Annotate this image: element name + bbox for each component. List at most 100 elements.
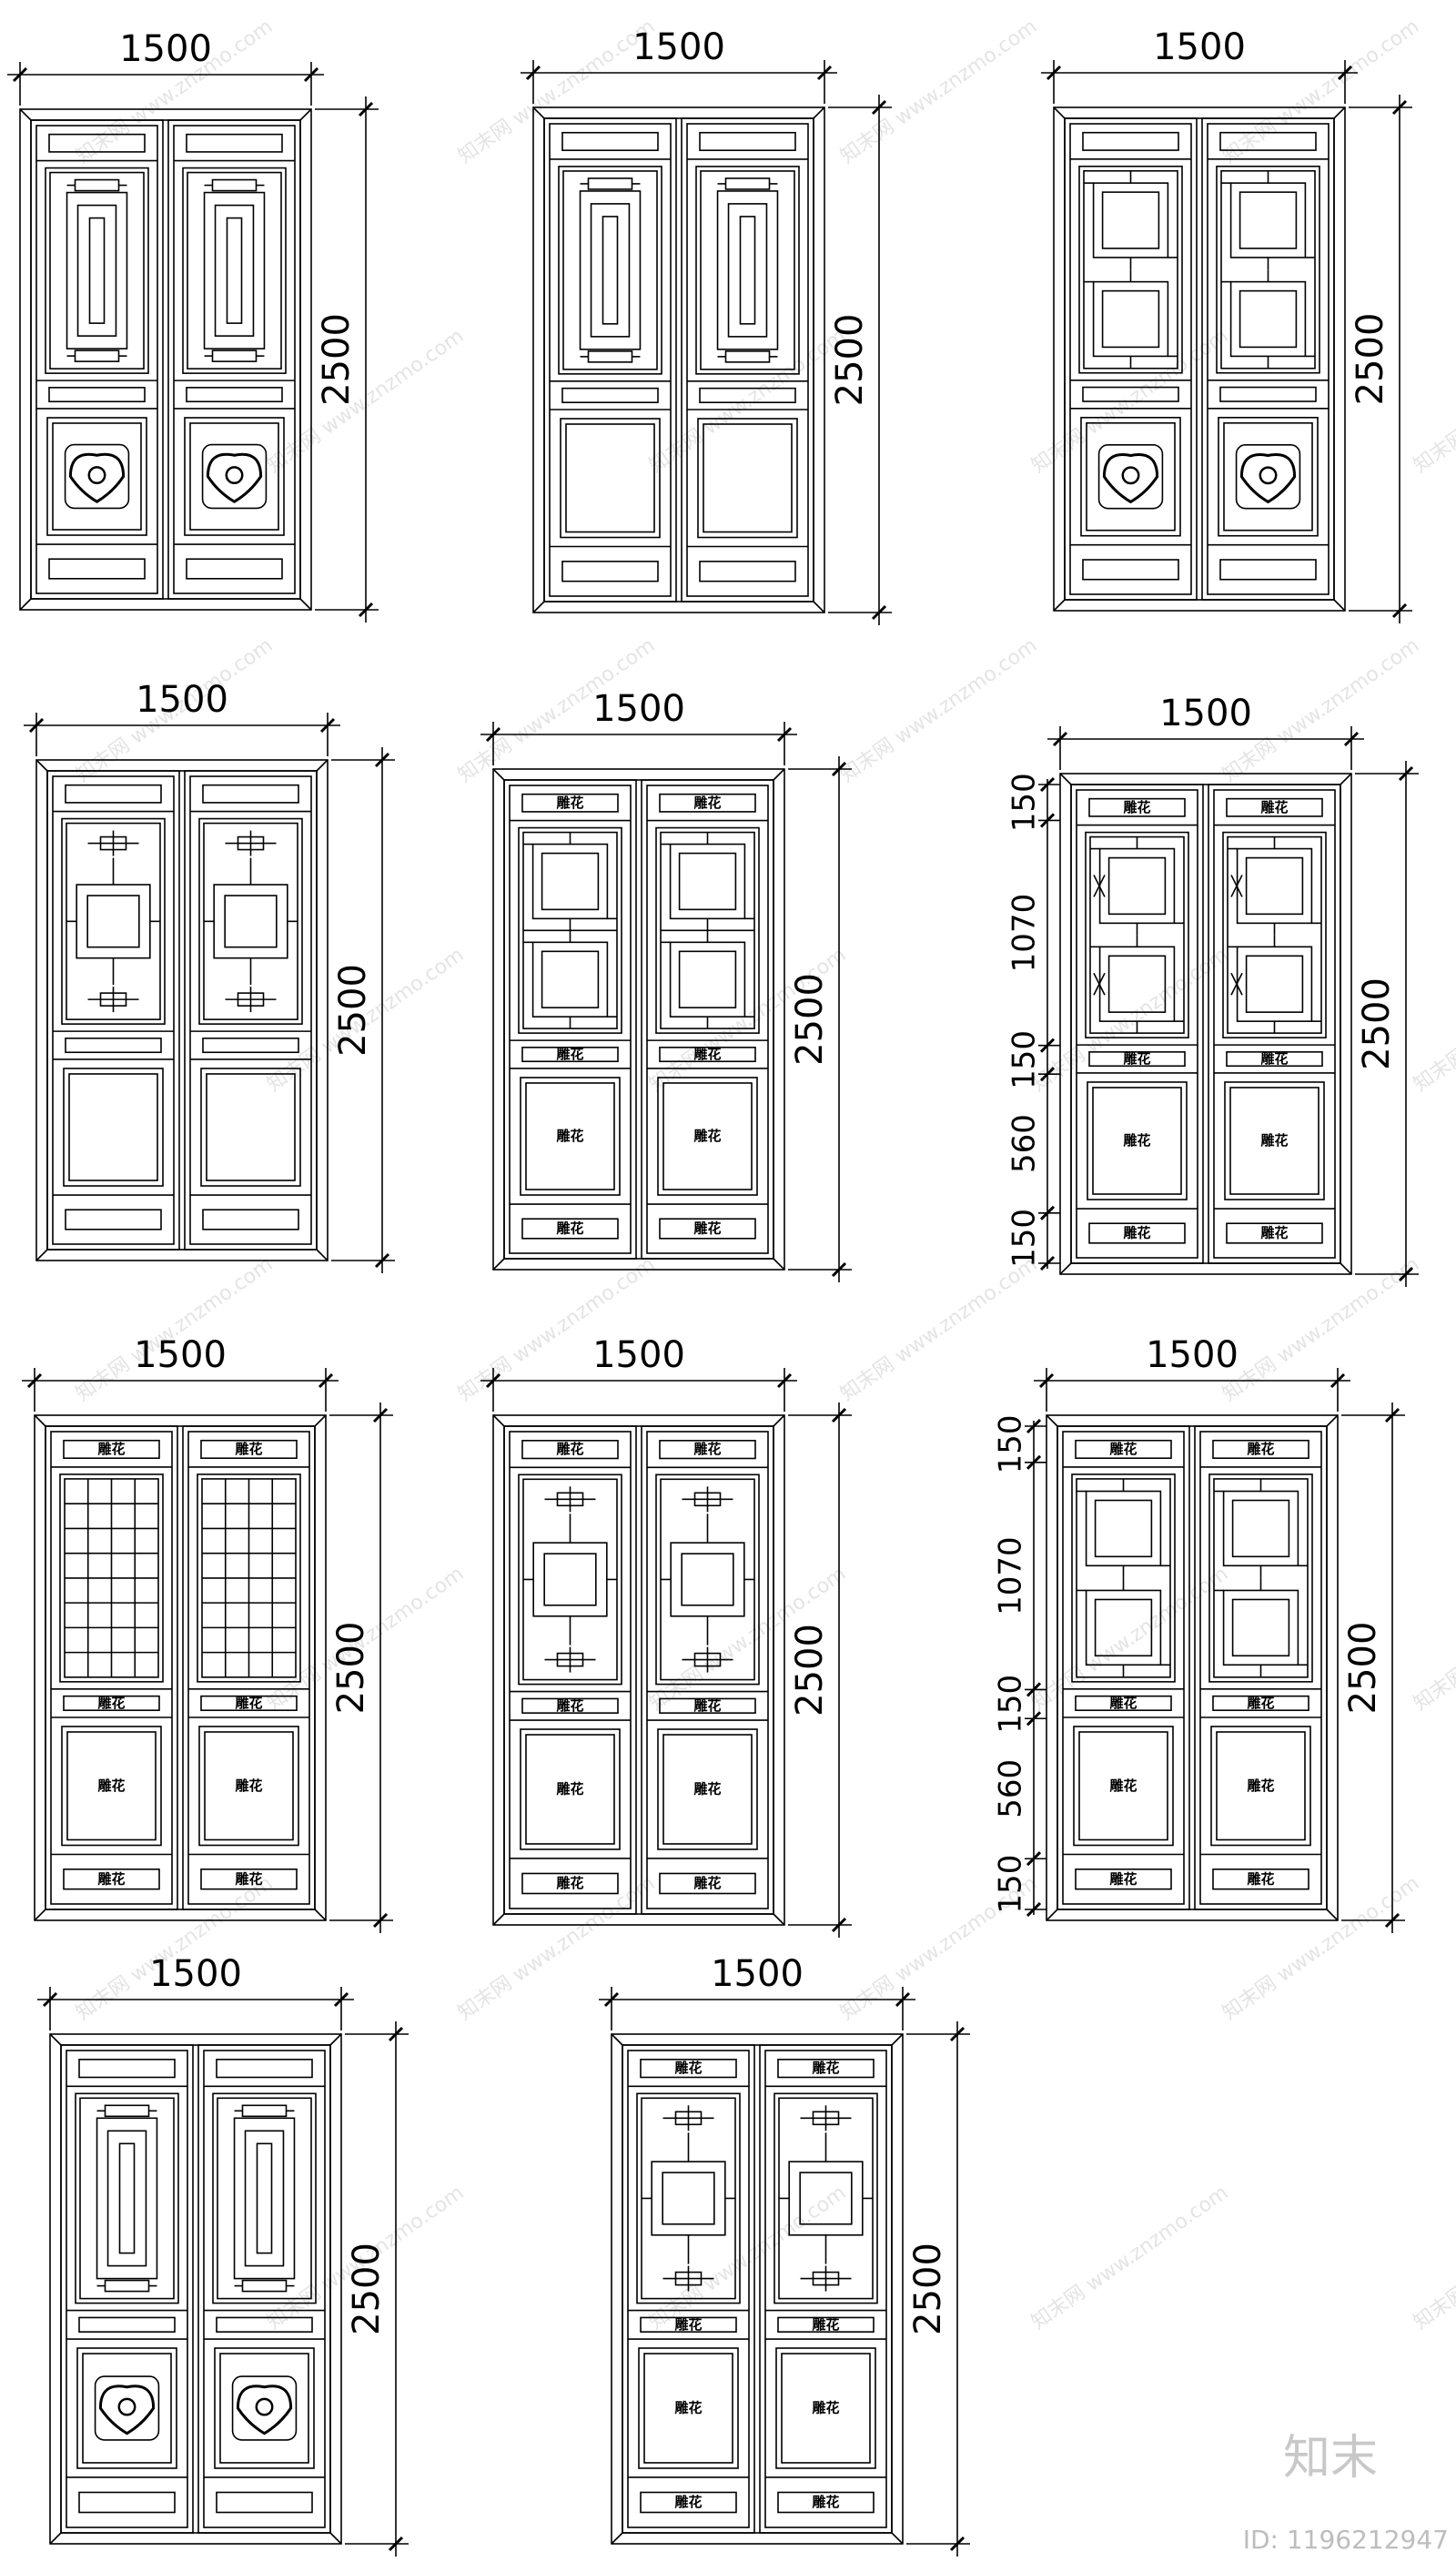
bottom-panel <box>1223 421 1313 532</box>
door-frame <box>19 598 32 611</box>
lattice-bar <box>543 1553 597 1606</box>
lattice-frame <box>1222 831 1327 1038</box>
watermark-text: 知末网 www.znzmo.com <box>1410 325 1456 478</box>
bottom-panel <box>61 1726 162 1847</box>
door-leaf <box>759 2044 893 2534</box>
flower-carving-icon <box>255 2397 274 2416</box>
lattice-bar <box>739 216 756 325</box>
lattice-bar <box>579 190 642 350</box>
lattice-bar <box>1222 1490 1299 1567</box>
door-leaf <box>509 1431 632 1909</box>
door-leaf <box>60 2044 194 2534</box>
dimension-tick <box>1026 1454 1042 1470</box>
lattice-bar <box>99 835 127 851</box>
flower-carving-icon <box>98 2385 156 2435</box>
lattice-bar <box>1230 875 1243 897</box>
dimension-tick <box>1391 603 1408 619</box>
lattice-bar <box>86 895 140 948</box>
lattice-bar <box>669 941 746 1018</box>
door-frame <box>1326 1909 1339 1921</box>
rail-panel <box>659 793 756 813</box>
door-frame <box>299 598 312 611</box>
carving-label: 雕花 <box>1123 1050 1150 1067</box>
lattice-bar <box>106 2130 147 2267</box>
door-leaf <box>1207 123 1330 595</box>
dimension-tick <box>525 65 541 81</box>
dimension-tick <box>1398 1266 1414 1282</box>
flower-carving-icon <box>225 466 244 485</box>
door-frame <box>611 2033 904 2545</box>
rail-panel <box>640 2316 737 2333</box>
bottom-panel <box>657 1728 758 1850</box>
carving-label: 雕花 <box>812 2400 839 2416</box>
lattice-bar <box>88 217 106 324</box>
door-frame <box>34 1414 327 1921</box>
lattice-bar <box>211 178 258 192</box>
rail-panel <box>777 2491 875 2514</box>
dimension-tick <box>333 1991 349 2008</box>
dimension-tick <box>1026 1682 1042 1697</box>
carving-label: 雕花 <box>1109 1441 1137 1457</box>
image-id-label: ID: 1196212947 <box>1243 2525 1449 2555</box>
lattice-frame <box>75 2092 179 2304</box>
lattice-bar <box>1236 847 1313 925</box>
lattice-bar <box>224 895 278 948</box>
segment-dimension-label: 1070 <box>993 1536 1029 1615</box>
lattice-bar <box>1093 875 1106 897</box>
height-dimension-label: 2500 <box>1356 977 1398 1070</box>
dimension-tick <box>871 604 887 621</box>
bottom-panel <box>200 1068 301 1187</box>
door-frame <box>1053 106 1346 612</box>
door-leaf <box>622 2044 755 2534</box>
lattice-bar <box>602 216 619 325</box>
flower-carving-icon <box>1259 466 1278 485</box>
height-dimension-label: 2500 <box>1350 313 1391 406</box>
lattice-bar <box>716 190 779 350</box>
carving-label: 雕花 <box>693 1875 721 1891</box>
door-leaf <box>686 123 809 597</box>
carving-label: 雕花 <box>235 1441 262 1457</box>
bottom-panel <box>52 422 142 531</box>
lattice-frame <box>187 171 282 370</box>
width-dimension-label: 1500 <box>134 1334 227 1376</box>
rail-panel <box>78 2316 176 2333</box>
lattice-bar <box>1094 1499 1153 1558</box>
lattice-bar <box>678 852 737 911</box>
door-frame <box>1333 106 1346 119</box>
door-frame <box>773 1913 785 1926</box>
door-frame <box>19 108 32 121</box>
carving-label: 雕花 <box>235 1695 262 1711</box>
carving-label: 雕花 <box>693 1781 721 1797</box>
bottom-panel <box>520 1728 621 1850</box>
carving-label: 雕花 <box>1260 1050 1288 1067</box>
lattice-frame <box>655 826 760 1034</box>
rail-panel <box>561 561 659 582</box>
lattice-bar <box>541 852 600 911</box>
bottom-panel <box>1210 1726 1311 1847</box>
bottom-panel <box>643 2353 733 2464</box>
bottom-panel <box>206 1073 296 1181</box>
rail-panel <box>1075 1439 1172 1459</box>
height-dimension-label: 2500 <box>316 313 358 406</box>
door-frame <box>1046 1909 1058 1921</box>
lattice-bar <box>1101 191 1160 249</box>
height-dimension-label: 2500 <box>789 1624 831 1716</box>
rail-panel <box>63 1868 160 1890</box>
lattice-bar <box>678 950 737 1008</box>
door-leaf <box>30 119 164 600</box>
lattice-bar <box>590 203 631 338</box>
brand-logo-text: 知末 <box>1283 2431 1378 2486</box>
dimension-tick <box>388 2536 404 2552</box>
lattice-bar <box>118 2142 136 2254</box>
lattice-bar <box>681 1553 734 1606</box>
bottom-panel <box>638 2347 739 2469</box>
lattice-frame <box>49 171 145 370</box>
dimension-tick <box>831 1261 847 1278</box>
door-frame <box>1059 773 1352 1275</box>
door-frame <box>35 1249 48 1261</box>
dimension-tick <box>319 717 336 734</box>
rail-panel <box>200 1695 298 1712</box>
